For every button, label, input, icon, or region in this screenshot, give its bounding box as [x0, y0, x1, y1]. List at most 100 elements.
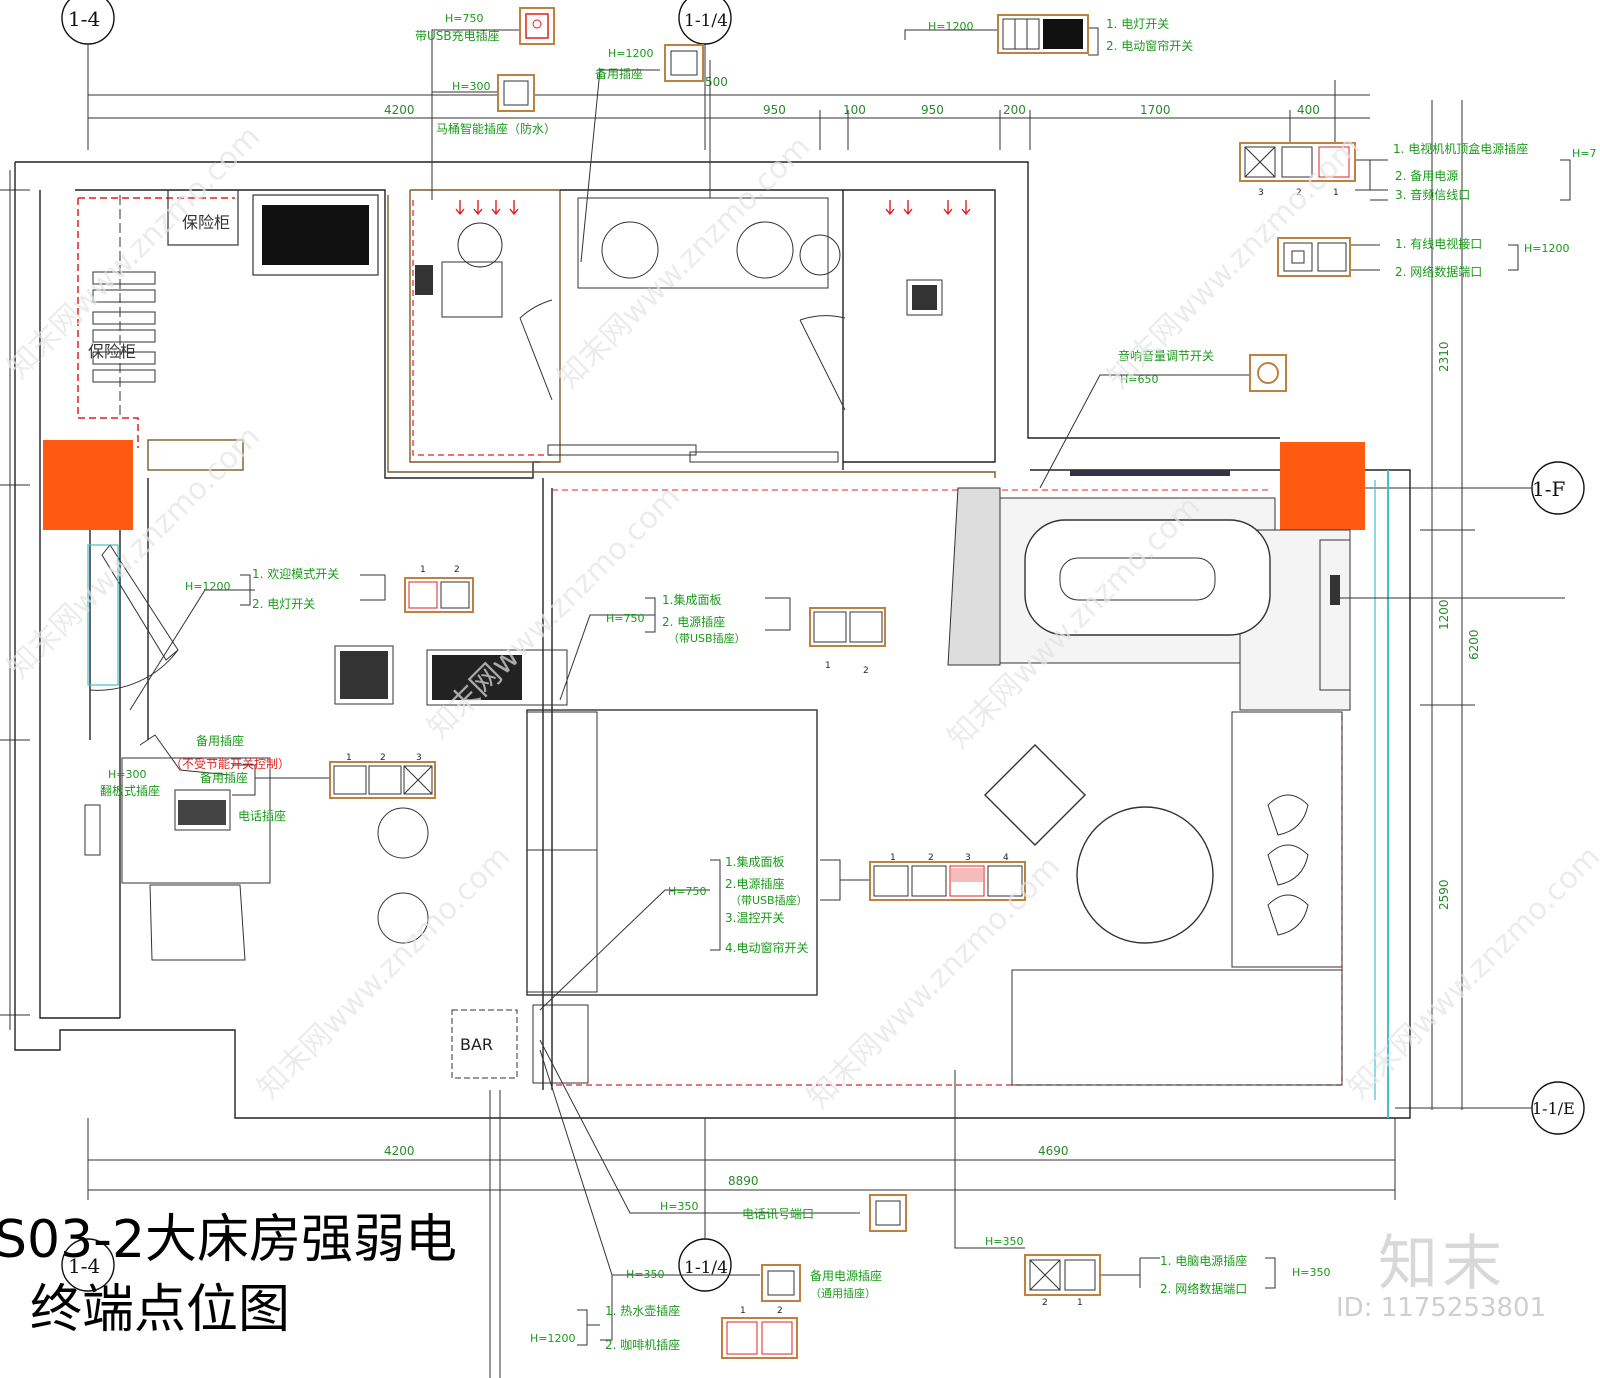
bed-right-1: 1.集成面板 [725, 854, 784, 869]
spare-top-h: H=1200 [608, 47, 653, 60]
toilet-socket-plate [497, 74, 535, 112]
pc-h-left: H=350 [985, 1235, 1023, 1248]
dim-top-200: 200 [1003, 103, 1026, 117]
svg-text:3: 3 [1258, 188, 1264, 198]
pc-1: 1. 电脑电源插座 [1160, 1253, 1247, 1268]
cable-h: H=1200 [1524, 242, 1569, 255]
dim-top-950a: 950 [763, 103, 786, 117]
column-right [1280, 442, 1365, 530]
phone-label: 电话讯号端口 [742, 1207, 814, 1221]
desk-not-ctrl: （不受节能开关控制） [170, 757, 290, 771]
dim-top-1700: 1700 [1140, 103, 1171, 117]
audio-h: H=650 [1120, 373, 1158, 386]
usb-socket-label: 带USB充电插座 [415, 28, 500, 43]
desk-socket-plate [329, 761, 436, 799]
annotation-texts: H=750 带USB充电插座 H=1200 备用插座 H=300 马桶智能插座（… [100, 12, 1597, 1352]
desk-phone: 电话插座 [238, 808, 286, 823]
wardrobe: 保险柜 保险柜 [88, 189, 379, 418]
toilet-label: 马桶智能插座（防水） [436, 121, 556, 136]
cable-2: 2. 网络数据端口 [1395, 264, 1482, 279]
toilet-h: H=300 [452, 80, 490, 93]
svg-text:2: 2 [928, 853, 934, 863]
dim-top-950b: 950 [921, 103, 944, 117]
tv-3: 3. 音频信线口 [1395, 187, 1470, 202]
dim-right-6200: 6200 [1467, 629, 1481, 660]
bed-right-2b: （带USB插座） [730, 893, 808, 907]
phone-h: H=350 [660, 1200, 698, 1213]
kettle-socket-plate [721, 1317, 798, 1359]
welcome-h: H=1200 [185, 580, 230, 593]
dim-bottom-8890: 8890 [728, 1174, 759, 1188]
pc-2: 2. 网络数据端口 [1160, 1281, 1247, 1296]
svg-text:知末网www.znzmo.com: 知末网www.znzmo.com [251, 839, 517, 1105]
general-h: H=350 [626, 1268, 664, 1281]
axis-bottom-left: 1-4 [68, 1254, 100, 1278]
svg-text:知末网www.znzmo.com: 知末网www.znzmo.com [1, 419, 267, 685]
dim-top-4200: 4200 [384, 103, 415, 117]
bed-right-2: 2.电源插座 [725, 876, 784, 891]
audio-switch-plate [1249, 354, 1287, 392]
watermark-id: ID: 1175253801 [1336, 1293, 1547, 1323]
dim-right-1200: 1200 [1437, 599, 1451, 630]
axis-right-top: 1-F [1532, 477, 1565, 501]
dim-bottom-4200: 4200 [384, 1144, 415, 1158]
bathroom-fixtures [415, 197, 971, 463]
desk-h: H=300 [108, 768, 146, 781]
desk-flip: 翻板式插座 [100, 783, 160, 798]
svg-text:1: 1 [1333, 188, 1339, 198]
axis-top-left: 1-4 [68, 7, 100, 31]
spare-top-label: 备用插座 [595, 66, 643, 81]
axis-bubbles: 1-4 1-1/4 1-F 1-1/E 1-4 1-1/4 [61, 0, 1585, 1292]
bed-right-plate [869, 861, 1026, 901]
watermark-logo: 知末 [1378, 1229, 1506, 1299]
tv-1: 1. 电视机机顶盒电源插座 [1393, 141, 1528, 156]
svg-text:1: 1 [1077, 1298, 1083, 1308]
bed-left-plate [809, 607, 886, 647]
dimension-texts: 4200 950 100 950 200 1700 400 500 4200 4… [384, 75, 1481, 1188]
top-switch-h: H=1200 [928, 20, 973, 33]
dim-right-2310: 2310 [1437, 341, 1451, 372]
dim-bottom-4690: 4690 [1038, 1144, 1069, 1158]
svg-text:2: 2 [863, 666, 869, 676]
bed-right-h: H=750 [668, 885, 706, 898]
svg-text:知末网www.znzmo.com: 知末网www.znzmo.com [1341, 839, 1600, 1105]
safe-label-1: 保险柜 [182, 213, 230, 232]
outlet-plates: 3 2 1 1 2 1 2 1 2 3 [329, 7, 1356, 1359]
bed-right-3: 3.温控开关 [725, 911, 784, 925]
desk-spare: 备用插座 [196, 733, 244, 748]
bathtub-area [947, 470, 1351, 711]
svg-text:3: 3 [416, 753, 422, 763]
column-left [43, 440, 133, 530]
dim-right-2590: 2590 [1437, 879, 1451, 910]
pc-socket-plate [1024, 1254, 1101, 1296]
tv-h: H=7 [1572, 147, 1597, 160]
svg-text:2: 2 [380, 753, 386, 763]
svg-text:2: 2 [1042, 1298, 1048, 1308]
tv-2: 2. 备用电源 [1395, 169, 1458, 183]
cable-1: 1. 有线电视接口 [1395, 236, 1482, 251]
svg-text:1: 1 [890, 853, 896, 863]
drawing-title: S03-2大床房强弱电 终端点位图 [0, 1205, 457, 1345]
svg-text:4: 4 [1003, 853, 1009, 863]
svg-text:2: 2 [1296, 188, 1302, 198]
dimension-lines [0, 20, 1475, 1200]
bed-left-2b: （带USB插座） [668, 631, 746, 645]
bed-left-1: 1.集成面板 [662, 592, 721, 607]
bed-right-4: 4.电动窗帘开关 [725, 940, 808, 955]
kettle-h: H=1200 [530, 1332, 575, 1345]
axis-right-bottom: 1-1/E [1532, 1099, 1575, 1118]
usb-socket-h: H=750 [445, 12, 483, 25]
drawing-title-line1: S03-2大床房强弱电 [0, 1210, 458, 1270]
svg-text:1: 1 [825, 661, 831, 671]
top-switch-2: 2. 电动窗帘开关 [1106, 38, 1193, 53]
svg-text:2: 2 [454, 565, 460, 575]
tv-socket-plate [1239, 142, 1356, 182]
svg-text:2: 2 [777, 1306, 783, 1316]
audio-label: 音响音量调节开关 [1118, 348, 1214, 363]
svg-text:1: 1 [346, 753, 352, 763]
leader-lines [129, 27, 1571, 1378]
welcome-1: 1. 欢迎模式开关 [252, 566, 339, 581]
svg-text:知末网www.znzmo.com: 知末网www.znzmo.com [551, 129, 817, 395]
diagonal-watermarks: 知末网www.znzmo.com 知末网www.znzmo.com 知末网www… [1, 119, 1600, 1115]
kettle-2: 2. 咖啡机插座 [605, 1337, 680, 1352]
